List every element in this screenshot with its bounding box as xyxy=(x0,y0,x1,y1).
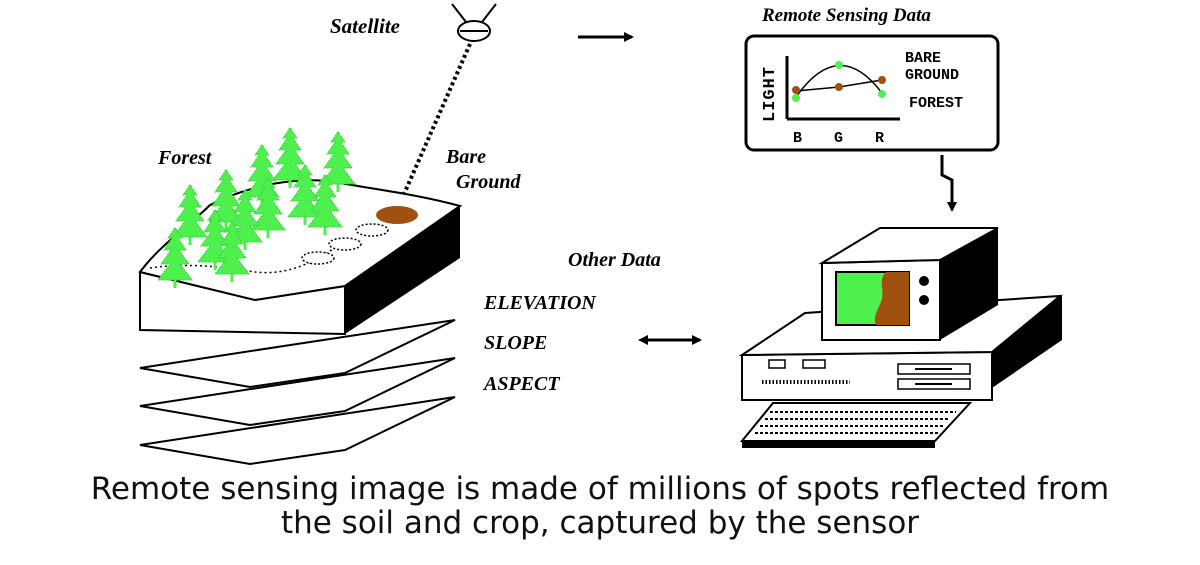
bare-ground-label-line1: Bare xyxy=(445,146,486,168)
aspect-label: ASPECT xyxy=(482,373,560,395)
forest-point-b xyxy=(792,94,800,102)
forest-point-r xyxy=(878,90,886,98)
remote-sensing-data-title: Remote Sensing Data xyxy=(761,5,931,26)
graph-y-label: LIGHT xyxy=(761,66,780,122)
graph-tick-r: R xyxy=(875,130,884,147)
satellite-label: Satellite xyxy=(330,14,400,38)
legend-forest: FOREST xyxy=(909,95,963,112)
signal-line xyxy=(395,43,472,211)
graph-tick-g: G xyxy=(834,130,843,147)
remote-sensing-diagram: Satellite Remote Sensing Data LIGHT B G … xyxy=(138,3,1064,466)
forest-label: Forest xyxy=(157,147,213,169)
aspect-layer xyxy=(139,396,456,466)
slope-layer xyxy=(139,357,456,427)
bare-point-b xyxy=(792,86,800,94)
satellite-icon xyxy=(451,3,497,42)
legend-bare-line2: GROUND xyxy=(905,67,959,84)
caption: Remote sensing image is made of millions… xyxy=(0,472,1200,540)
elevation-layer xyxy=(139,319,456,389)
graph-tick-b: B xyxy=(793,130,802,147)
bare-ground-label-line2: Ground xyxy=(456,171,521,193)
caption-line-2: the soil and crop, captured by the senso… xyxy=(280,505,920,541)
forest-point-g xyxy=(835,61,843,69)
legend-bare-line1: BARE xyxy=(905,50,941,67)
elevation-label: ELEVATION xyxy=(483,292,597,314)
bare-point-r xyxy=(878,76,886,84)
remote-sensing-panel xyxy=(744,34,1000,152)
lightning-arrow xyxy=(940,155,957,212)
bare-ground-patch xyxy=(376,206,418,224)
slope-label: SLOPE xyxy=(484,332,547,354)
other-data-label: Other Data xyxy=(568,249,661,271)
crop-field-ovals xyxy=(301,223,389,265)
computer-icon xyxy=(738,227,1064,448)
bare-point-g xyxy=(835,83,843,91)
caption-line-1: Remote sensing image is made of millions… xyxy=(90,471,1110,507)
